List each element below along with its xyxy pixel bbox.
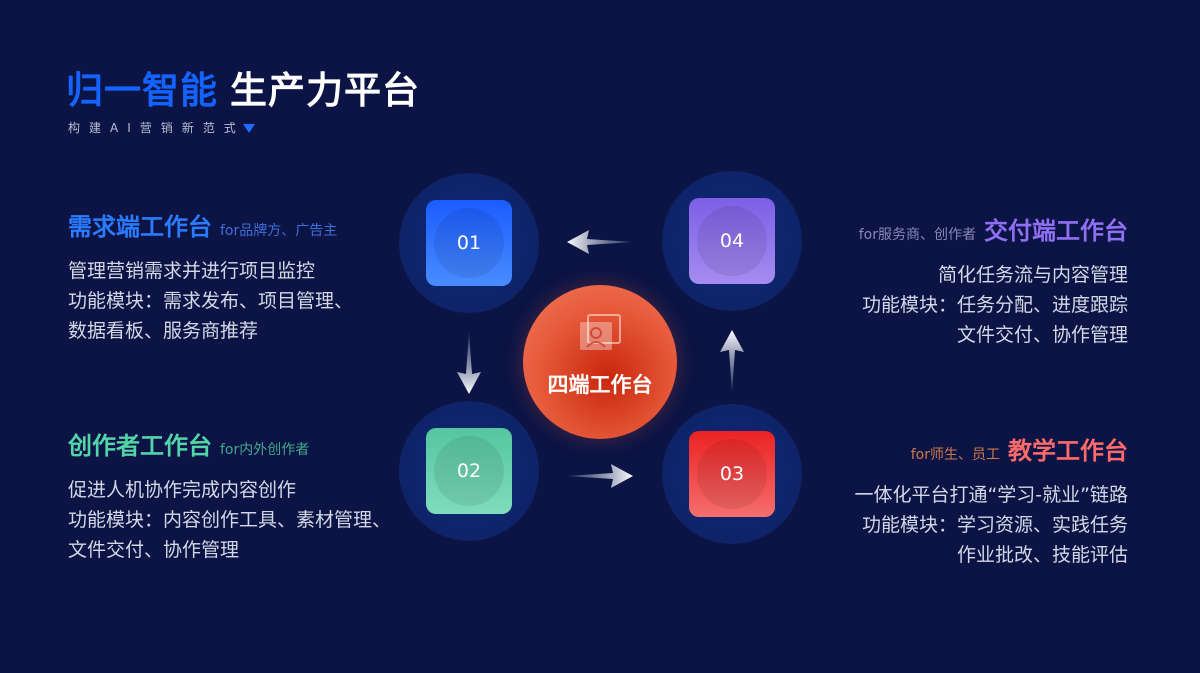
triangle-down-icon (242, 124, 255, 133)
title-rest: 生产力平台 (230, 69, 420, 112)
node-number: 04 (697, 206, 767, 276)
block-line: 管理营销需求并进行项目监控 (68, 260, 316, 282)
center-hub: 四端工作台 (523, 285, 677, 439)
node-01: 01 (399, 173, 539, 313)
block-audience: for服务商、创作者 (858, 227, 976, 243)
block-line: 一体化平台打通“学习-就业”链路 (854, 484, 1128, 506)
block-demand: 需求端工作台 for品牌方、广告主 管理营销需求并进行项目监控功能模块：需求发布、… (68, 207, 353, 346)
block-audience: for品牌方、广告主 (220, 223, 338, 239)
node-02: 02 (399, 401, 539, 541)
node-number: 01 (434, 208, 504, 278)
center-label: 四端工作台 (547, 373, 653, 397)
arrow-right-icon (567, 464, 633, 488)
block-line: 数据看板、服务商推荐 (68, 320, 259, 342)
subtitle: 构建AI营销新范式 (68, 119, 255, 136)
arrow-up-icon (720, 330, 744, 392)
node-number: 03 (697, 439, 767, 509)
block-title: 交付端工作台 (984, 217, 1128, 245)
title-highlight: 归一智能 (66, 69, 218, 112)
block-audience: for内外创作者 (220, 442, 310, 458)
subtitle-text: 构建AI营销新范式 (68, 121, 245, 135)
block-line: 功能模块：内容创作工具、素材管理、 (68, 509, 392, 531)
user-portrait-icon (580, 314, 621, 350)
block-line: 文件交付、协作管理 (956, 324, 1128, 346)
arrow-left-icon (567, 230, 633, 254)
block-teaching: for师生、员工教学工作台 一体化平台打通“学习-就业”链路功能模块：学习资源、… (854, 431, 1128, 570)
block-line: 功能模块：需求发布、项目管理、 (68, 290, 354, 312)
block-line: 功能模块：任务分配、进度跟踪 (861, 294, 1128, 316)
block-audience: for师生、员工 (910, 447, 1000, 463)
block-title: 需求端工作台 (68, 213, 212, 241)
node-number: 02 (434, 436, 504, 506)
arrow-down-icon (457, 332, 481, 394)
block-title: 创作者工作台 (68, 432, 212, 460)
block-delivery: for服务商、创作者交付端工作台 简化任务流与内容管理功能模块：任务分配、进度跟… (851, 211, 1128, 350)
block-line: 促进人机协作完成内容创作 (68, 479, 297, 501)
node-03: 03 (662, 404, 802, 544)
block-line: 功能模块：学习资源、实践任务 (861, 514, 1128, 536)
block-line: 作业批改、技能评估 (956, 544, 1128, 566)
page-title: 归一智能生产力平台 (66, 60, 420, 114)
block-line: 文件交付、协作管理 (68, 539, 240, 561)
block-title: 教学工作台 (1008, 437, 1128, 465)
block-creator: 创作者工作台 for内外创作者 促进人机协作完成内容创作功能模块：内容创作工具、素… (68, 426, 391, 565)
node-04: 04 (662, 171, 802, 311)
block-line: 简化任务流与内容管理 (937, 264, 1128, 286)
